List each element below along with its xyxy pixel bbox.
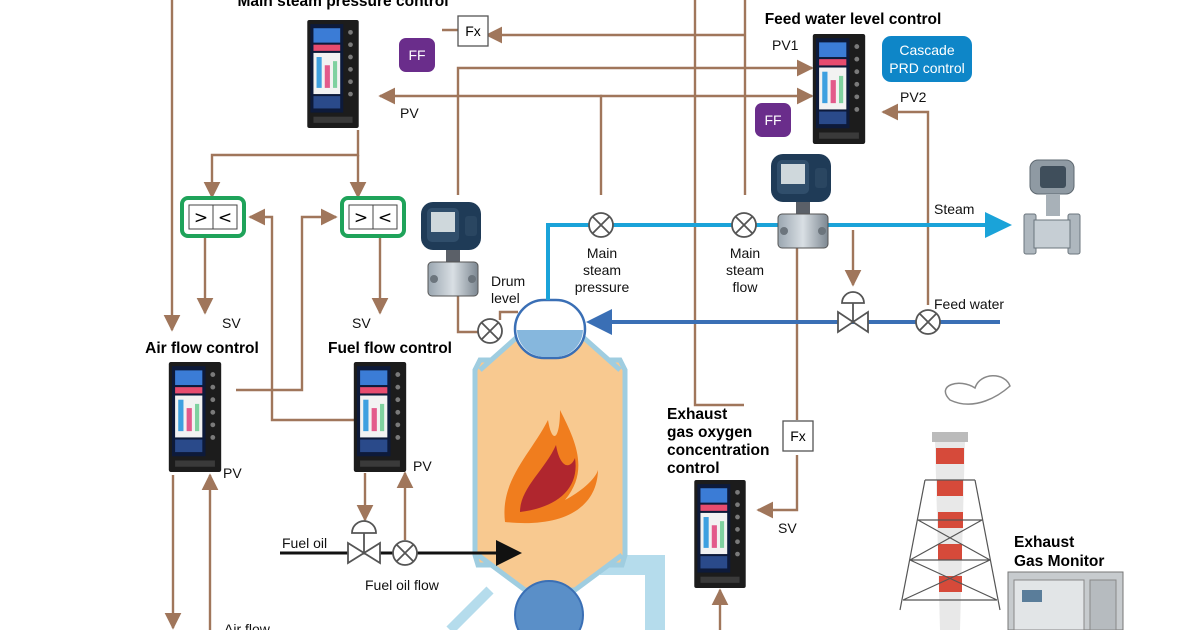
cascade-line1: Cascade xyxy=(899,42,954,58)
air-flow-label: Air flow xyxy=(224,621,271,630)
instruments xyxy=(420,153,1124,630)
fx-label: Fx xyxy=(465,23,481,39)
ff-badge-feed xyxy=(755,103,791,137)
pressure-transmitter-icon xyxy=(420,201,482,297)
pv-fuel: PV xyxy=(413,458,432,474)
fx-box-o2 xyxy=(782,420,814,452)
sv-o2: SV xyxy=(778,520,797,536)
ff-badge-label: FF xyxy=(408,47,425,63)
fuel-oil-flow-sensor-icon xyxy=(392,540,418,566)
measurement-points xyxy=(347,212,941,566)
pv2-label: PV2 xyxy=(900,89,927,105)
comparator-greater: > xyxy=(194,208,208,228)
ff-badge-label: FF xyxy=(764,112,781,128)
drum-level-label-2: level xyxy=(491,290,520,306)
pv-main-steam: PV xyxy=(400,105,419,121)
sv-air: SV xyxy=(222,315,241,331)
title-air-flow: Air flow control xyxy=(145,340,259,357)
comparator-right: > < xyxy=(340,196,406,238)
exhaust-o2-controller xyxy=(694,480,746,588)
pv-air: PV xyxy=(223,465,242,481)
comparator-less: < xyxy=(218,208,232,228)
process-labels: Drum level Main steam pressure Main stea… xyxy=(224,201,1004,630)
drum-level-sensor-icon xyxy=(477,318,503,344)
fuel-oil-valve-icon xyxy=(347,520,381,565)
titles: Main steam pressure control Feed water l… xyxy=(145,0,1104,570)
boiler xyxy=(446,298,665,630)
vortex-flowmeter-icon xyxy=(1023,159,1081,255)
signal-labels: PV PV1 PV2 SV SV PV PV SV xyxy=(222,37,927,536)
main-steam-pressure-sensor-icon xyxy=(588,212,614,238)
main-steam-pressure-label-3: pressure xyxy=(575,279,630,295)
title-exhaust-o2-2: gas oxygen xyxy=(667,424,752,441)
fuel-oil-flow-label: Fuel oil flow xyxy=(365,577,440,593)
title-exhaust-monitor-2: Gas Monitor xyxy=(1014,553,1104,570)
fuel-flow-controller xyxy=(353,362,407,472)
cascade-line2: PRD control xyxy=(889,60,964,76)
fx-label: Fx xyxy=(790,428,806,444)
ff-badge-top xyxy=(399,38,435,72)
comparator-less: < xyxy=(378,208,392,228)
badges: FF FF Fx Fx Cascade PRD control xyxy=(399,15,972,452)
feed-water-level-controller xyxy=(812,34,866,144)
feed-water-valve-icon xyxy=(837,291,869,334)
fuel-oil-label: Fuel oil xyxy=(282,535,327,551)
main-steam-flow-label-2: steam xyxy=(726,262,764,278)
title-main-steam-pressure: Main steam pressure control xyxy=(237,0,448,10)
title-exhaust-o2-1: Exhaust xyxy=(667,406,727,423)
process-lines xyxy=(280,212,1012,566)
sv-fuel: SV xyxy=(352,315,371,331)
cascade-badge xyxy=(882,36,972,82)
air-flow-controller xyxy=(168,362,222,472)
main-steam-flow-label-1: Main xyxy=(730,245,760,261)
title-fuel-flow: Fuel flow control xyxy=(328,340,452,357)
main-steam-pressure-controller xyxy=(307,20,359,128)
flow-transmitter-icon xyxy=(770,153,832,249)
signal-lines xyxy=(163,0,930,630)
main-steam-flow-label-3: flow xyxy=(733,279,759,295)
feed-water-label: Feed water xyxy=(934,296,1004,312)
main-steam-flow-sensor-icon xyxy=(731,212,757,238)
feed-water-flow-sensor-icon xyxy=(915,309,941,335)
main-steam-pressure-label-1: Main xyxy=(587,245,617,261)
pv1-label: PV1 xyxy=(772,37,799,53)
comparator-greater: > xyxy=(354,208,368,228)
steam-label: Steam xyxy=(934,201,974,217)
steam-drum xyxy=(513,298,587,360)
mud-drum xyxy=(514,580,584,630)
title-exhaust-o2-3: concentration xyxy=(667,442,769,459)
title-feed-water-level: Feed water level control xyxy=(765,11,942,28)
flame-icon xyxy=(504,410,598,524)
main-steam-pressure-label-2: steam xyxy=(583,262,621,278)
fx-box-top xyxy=(457,15,489,47)
comparator-left: > < xyxy=(180,196,246,238)
exhaust-stack-icon xyxy=(899,375,1011,630)
drum-level-label-1: Drum xyxy=(491,273,525,289)
exhaust-gas-monitor-icon xyxy=(1007,571,1124,630)
title-exhaust-monitor-1: Exhaust xyxy=(1014,534,1074,551)
title-exhaust-o2-4: control xyxy=(667,460,720,477)
